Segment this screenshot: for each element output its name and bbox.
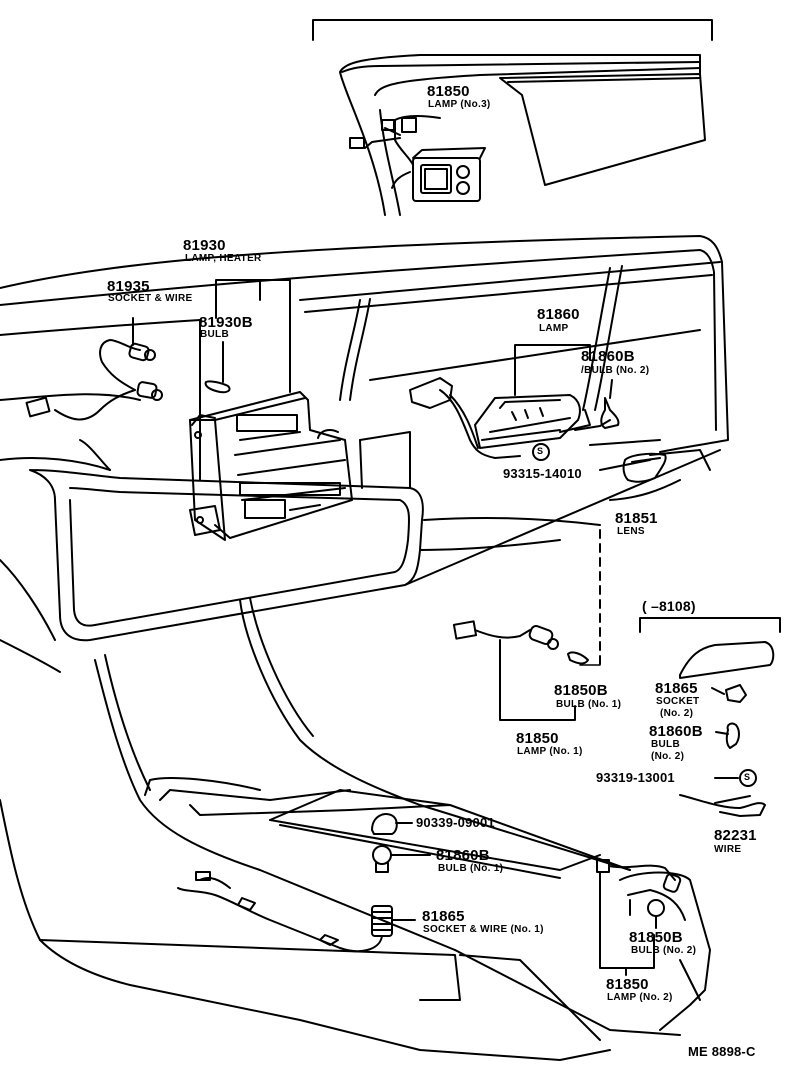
screw-93319 <box>739 769 757 787</box>
part-name-lamp: LAMP <box>539 323 569 334</box>
inset-range-label: ( –8108) <box>642 598 696 614</box>
lamp-no2-low <box>596 859 682 976</box>
cap-90339 <box>371 813 413 835</box>
leader-81930 <box>215 279 291 393</box>
part-name-lamp-heater: LAMP, HEATER <box>185 253 262 264</box>
socket-wire-no1 <box>177 871 416 953</box>
lamp-no3 <box>349 117 486 202</box>
bulb-81930B <box>204 341 231 394</box>
bulb-no2-inset <box>715 722 740 749</box>
part-name-bulb-no2-top: /BULB (No. 2) <box>581 365 650 376</box>
part-name-bulb-no1-low: BULB (No. 1) <box>438 863 504 874</box>
s-symbol-2: S <box>744 772 751 782</box>
part-number-81865-low: 81865 <box>422 908 465 925</box>
part-name-wire: WIRE <box>714 844 742 855</box>
s-symbol-1: S <box>537 446 544 456</box>
socket-no2-inset <box>711 684 747 703</box>
part-number-81865-inset: 81865 <box>655 680 698 697</box>
inset-lamp <box>679 641 775 679</box>
right-inset-bracket <box>639 617 781 633</box>
part-name-lamp-no2-low: LAMP (No. 2) <box>607 992 673 1003</box>
heater-control-unit <box>189 391 353 541</box>
part-number-81850-mid: 81850 <box>516 730 559 747</box>
part-number-81850-top: 81850 <box>427 83 470 100</box>
part-name-lamp-no1-mid: LAMP (No. 1) <box>517 746 583 757</box>
part-number-81850-low: 81850 <box>606 976 649 993</box>
part-name-bulb-inset: BULB <box>651 739 680 750</box>
part-name-bulb-no2-low: BULB (No. 2) <box>631 945 697 956</box>
lower-console <box>0 597 711 1061</box>
lamp-no1-mid <box>452 620 589 721</box>
lamp-81860 <box>409 344 620 459</box>
socket-wire-81935 <box>25 317 163 421</box>
part-number-81930B: 81930B <box>199 314 253 331</box>
wire-82231 <box>679 794 766 817</box>
screw-93315 <box>532 443 550 461</box>
main-dashboard-outline <box>0 235 729 673</box>
part-name-lamp-no3: LAMP (No.3) <box>428 99 491 110</box>
part-number-90339-09001: 90339-09001 <box>416 815 495 830</box>
part-number-82231: 82231 <box>714 827 757 844</box>
top-inset-bracket <box>312 19 713 41</box>
part-name-lens: LENS <box>617 526 645 537</box>
part-name-bulb: BULB <box>200 329 229 340</box>
part-number-93315-14010: 93315-14010 <box>503 466 582 481</box>
top-inset-dashboard <box>339 54 706 216</box>
part-number-81935: 81935 <box>107 278 150 295</box>
part-number-81850B-mid: 81850B <box>554 682 608 699</box>
part-number-81851: 81851 <box>615 510 658 527</box>
lens-81851 <box>622 452 667 483</box>
part-number-81850B-low: 81850B <box>629 929 683 946</box>
part-number-93319-13001: 93319-13001 <box>596 770 675 785</box>
part-name-socket-wire-no1: SOCKET & WIRE (No. 1) <box>423 924 544 935</box>
part-name-socket-no2-inset: (No. 2) <box>660 708 694 719</box>
part-name-bulb-no1-mid: BULB (No. 1) <box>556 699 622 710</box>
part-number-81930: 81930 <box>183 237 226 254</box>
part-name-socket-wire: SOCKET & WIRE <box>108 293 193 304</box>
part-number-81860B-inset: 81860B <box>649 723 703 740</box>
bulb-81860B-low <box>372 845 431 873</box>
part-number-81860: 81860 <box>537 306 580 323</box>
part-name-socket-inset: SOCKET <box>656 696 700 707</box>
diagram-code: ME 8898-C <box>688 1044 756 1059</box>
part-number-81860B-top: 81860B <box>581 348 635 365</box>
part-number-81860B-low: 81860B <box>436 847 490 864</box>
part-name-bulb-no2-inset: (No. 2) <box>651 751 685 762</box>
